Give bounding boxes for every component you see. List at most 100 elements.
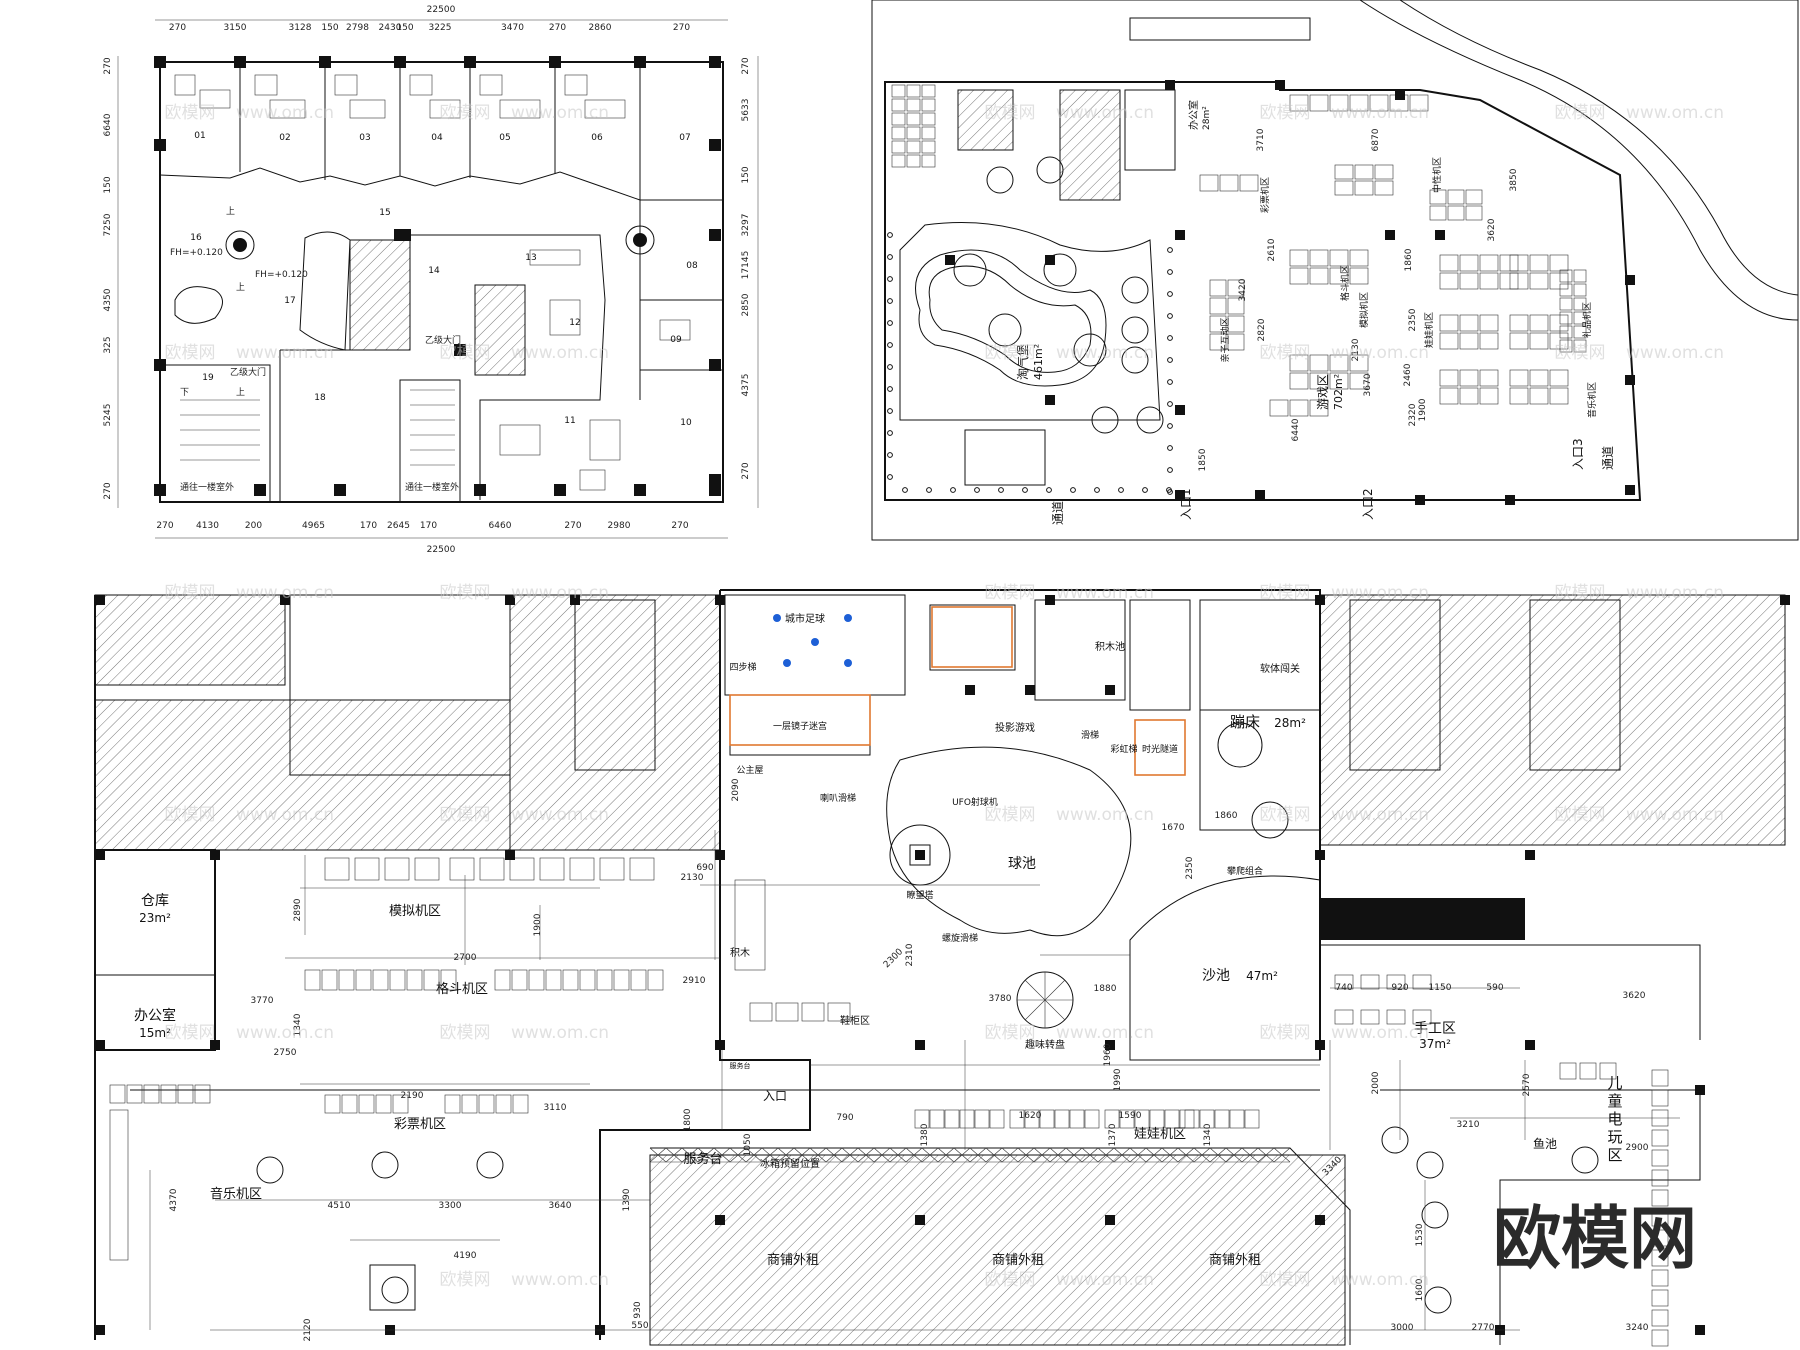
plan-b-zone-labels: 彩票机区格斗机区模拟机区中性机区娃娃机区礼品机区音乐机区亲子互动区 (1219, 157, 1598, 418)
column (95, 850, 105, 860)
boundary-dot (887, 342, 893, 348)
column (280, 595, 290, 605)
plan-c-dim-value: 1900 (533, 913, 543, 936)
machine (1549, 314, 1569, 332)
truss-segment (937, 1147, 955, 1163)
machine (1354, 180, 1374, 196)
machine (1354, 164, 1374, 180)
plan-c-dim-value: 1150 (1429, 983, 1452, 993)
plan-c-dim-value: 1530 (1415, 1223, 1425, 1246)
plan-c-shoe-cabinet: 鞋柜区 (840, 1014, 870, 1027)
machine (1227, 279, 1245, 297)
machine (1084, 1109, 1100, 1129)
plan-a-dim-right-value: 17145 (741, 251, 751, 280)
truss-segment (1209, 1147, 1227, 1163)
machine (1529, 272, 1549, 290)
machine (1439, 369, 1459, 387)
machine (1459, 254, 1479, 272)
plan-c-dim-value: 2570 (1522, 1073, 1532, 1096)
watermark: www.om.cn (1331, 343, 1429, 363)
machine (1386, 974, 1406, 990)
plan-b-aisle-1: 通道 (1051, 501, 1065, 525)
machine (194, 1084, 211, 1104)
brand-logo: 欧模网 (1493, 1200, 1697, 1279)
watermark: www.om.cn (1056, 103, 1154, 123)
plan-c-dim-value: 1340 (1203, 1123, 1213, 1146)
plan-c-dim-value: 2120 (303, 1318, 313, 1341)
machine (1429, 189, 1447, 205)
plan-c-black-block (1320, 898, 1525, 940)
plan-c-four-step-ladder: 四步梯 (729, 661, 756, 673)
machine (375, 1094, 392, 1114)
plan-b-dim-value: 1900 (1418, 398, 1428, 421)
plan-c-shop-1: 商铺外租 (767, 1253, 819, 1268)
watermark: 欧模网 (1555, 583, 1606, 603)
plan-c-dim-value: 1390 (622, 1188, 632, 1211)
plan-b-dim-value: 2130 (1351, 338, 1361, 361)
machine (1329, 249, 1349, 267)
plan-c-truss (649, 1147, 1291, 1163)
plan-c-dim-value: 1370 (1108, 1123, 1118, 1146)
machine (1439, 272, 1459, 290)
plan-b-dim-value: 3850 (1509, 168, 1519, 191)
machine (891, 112, 906, 126)
watermark: www.om.cn (511, 343, 609, 363)
machine (906, 140, 921, 154)
truss-segment (1033, 1147, 1051, 1163)
machine (1179, 1109, 1195, 1129)
plan-c-watchtower: 瞭望塔 (906, 889, 933, 901)
machine (1439, 387, 1459, 405)
machine (596, 969, 613, 991)
machine (109, 1084, 126, 1104)
boundary-dot (1167, 423, 1173, 429)
machine (160, 1084, 177, 1104)
plan-a-dim-right-value: 270 (741, 57, 751, 74)
watermark: www.om.cn (1331, 1023, 1429, 1043)
football-dot (783, 659, 791, 667)
plan-c-shop-note: 冰箱预留位置 (760, 1157, 820, 1170)
machine (1459, 314, 1479, 332)
plan-c-round-tables (256, 1126, 1599, 1314)
plan-a-outline (159, 61, 724, 503)
watermark: 欧模网 (985, 1023, 1036, 1043)
column (1695, 1085, 1705, 1095)
football-dot (811, 638, 819, 646)
machine (449, 857, 475, 881)
machine (1447, 205, 1465, 221)
plan-b-game-area-area: 702m² (1332, 374, 1345, 410)
round-table (371, 1151, 399, 1179)
plan-b-office-label: 办公室 (1187, 100, 1200, 130)
machine (1549, 387, 1569, 405)
machine (414, 857, 440, 881)
round-play-feature (988, 313, 1022, 347)
machine (1479, 254, 1499, 272)
plan-c-dim-value: 1600 (1415, 1278, 1425, 1301)
truss-segment (809, 1147, 827, 1163)
machine (647, 969, 664, 991)
plan-a-room-number: 12 (569, 318, 580, 328)
plan-c-dim-value: 1860 (1215, 811, 1238, 821)
truss-segment (777, 1147, 795, 1163)
plan-c-trumpet-slide: 喇叭滑梯 (820, 792, 856, 804)
plan-a-room-number: 07 (679, 133, 690, 143)
machine (1549, 332, 1569, 350)
plan-c-dim-value: 550 (631, 1321, 648, 1331)
machine (1229, 1109, 1245, 1129)
column (709, 474, 721, 486)
machine (1209, 315, 1227, 333)
round-pool (1091, 406, 1119, 434)
plan-b-naughty-castle: 淘气堡 (1015, 344, 1030, 380)
round-table (1416, 1151, 1444, 1179)
machine (921, 84, 936, 98)
column (154, 139, 166, 151)
plan-c-office-area: 15m² (139, 1026, 171, 1040)
machine (1439, 254, 1459, 272)
plan-a-dim-top-value: 3470 (501, 23, 524, 33)
plan-a-dim-left-value: 6640 (103, 113, 113, 136)
machine (1439, 314, 1459, 332)
plan-b-boundary-dots (887, 232, 1173, 495)
round-pool (1121, 276, 1149, 304)
machine (1599, 1062, 1617, 1080)
machine (1447, 189, 1465, 205)
